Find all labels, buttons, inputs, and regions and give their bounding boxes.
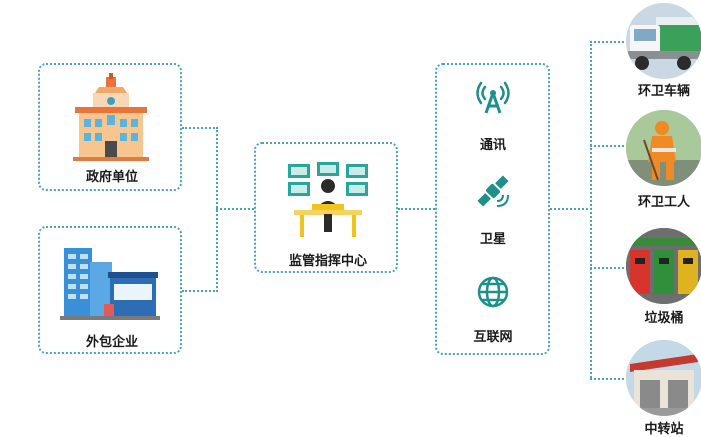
monitor-center-box: 监管指挥中心 (254, 142, 398, 273)
connector-station (590, 378, 628, 380)
outsourcing-label: 外包企业 (85, 335, 139, 350)
connector-bin (590, 267, 628, 269)
connector-vehicle (590, 41, 628, 43)
satellite-label: 卫星 (479, 232, 507, 247)
antenna-icon (476, 81, 510, 114)
network-box: 通讯 卫星 互联网 (435, 63, 550, 355)
truck-icon (626, 3, 701, 79)
enterprise-building-icon (60, 248, 160, 320)
satellite-icon (477, 175, 509, 207)
connector-center-network (398, 208, 435, 210)
government-box: 政府单位 (38, 63, 182, 191)
monitoring-operator-icon (288, 162, 368, 237)
communication-label: 通讯 (479, 138, 507, 153)
government-building-icon (73, 73, 149, 161)
internet-label: 互联网 (473, 330, 513, 345)
connector-outsource (182, 290, 218, 292)
transfer-station-image (626, 340, 701, 416)
transfer-station-label: 中转站 (644, 422, 684, 437)
sanitation-vehicle-image (626, 3, 701, 79)
outsourcing-box: 外包企业 (38, 226, 182, 354)
trash-bin-image (626, 228, 701, 304)
station-icon (626, 340, 701, 416)
globe-icon (477, 276, 509, 308)
government-label: 政府单位 (85, 170, 139, 185)
connector-gov (182, 127, 218, 129)
connector-network-right (550, 208, 592, 210)
sanitation-vehicle-label: 环卫车辆 (637, 84, 691, 99)
trash-bin-label: 垃圾桶 (644, 311, 684, 326)
connector-to-center (216, 208, 254, 210)
sanitation-worker-image (626, 110, 701, 186)
monitor-center-label: 监管指挥中心 (288, 254, 368, 269)
worker-icon (626, 110, 701, 186)
sanitation-worker-label: 环卫工人 (637, 195, 691, 210)
connector-right-vertical (590, 41, 592, 378)
trash-bin-icon (626, 228, 701, 304)
connector-worker (590, 145, 628, 147)
